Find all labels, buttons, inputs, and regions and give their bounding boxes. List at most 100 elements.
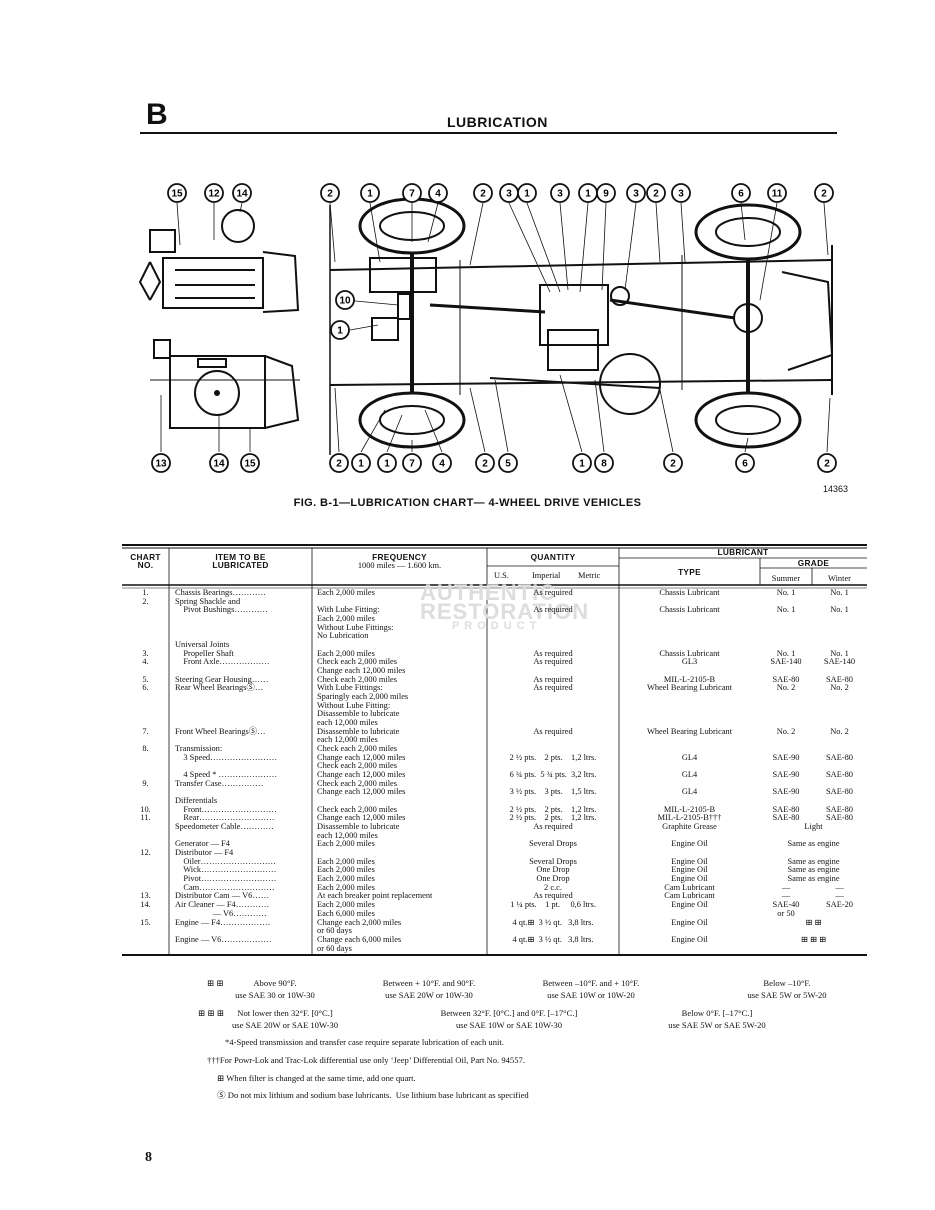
callout-eng-top-2: 14: [232, 183, 252, 203]
cell-type: Chassis Lubricant: [659, 588, 720, 597]
qty-sub-imperial: Imperial: [532, 571, 561, 580]
cell-qty: One Drop: [536, 874, 570, 883]
callout-circle: [209, 453, 229, 473]
callout-number: 6: [738, 189, 744, 200]
cell-item: Transfer Case……………: [175, 779, 264, 788]
f4-note-2-range: Between –10°F. and + 10°F.: [542, 978, 640, 988]
cell-freq: Each 2,000 miles: [317, 883, 375, 892]
callout-circle: [320, 183, 340, 203]
callout-circle: [232, 183, 252, 203]
v6-note-0-range: Not lower then 32°F. [0°C.]: [237, 1008, 333, 1018]
callout-top-14: 11: [767, 183, 787, 203]
cell-qty: 4 qt.⊞ 3 ½ qt. 3,8 ltrs.: [512, 918, 594, 927]
callout-circle: [517, 183, 537, 203]
col-header-frequency: FREQUENCY: [372, 552, 427, 562]
cell-item: Propeller Shaft: [175, 649, 234, 658]
cell-winter: SAE-80: [826, 753, 853, 762]
cell-freq: Disassemble to lubricate: [317, 727, 400, 736]
cell-summer: —: [781, 891, 791, 900]
callout-bottom-10: 6: [735, 453, 755, 473]
callout-top-11: 2: [646, 183, 666, 203]
footnote-differential: †††For Powr-Lok and Trac-Lok differentia…: [207, 1055, 525, 1065]
cell-grade-span: ⊞ ⊞ ⊞: [800, 935, 827, 944]
v6-note-0-oil: use SAE 20W or SAE 10W-30: [231, 1020, 339, 1030]
callout-number: 14: [236, 189, 248, 200]
callout-number: 2: [327, 189, 333, 200]
callout-number: 12: [208, 189, 220, 200]
cell-qty: 2 c.c.: [544, 883, 562, 892]
cell-freq: Each 2,000 miles: [317, 614, 375, 623]
callout-circle: [626, 183, 646, 203]
cell-freq: or 60 days: [317, 926, 352, 935]
callout-top-6: 1: [517, 183, 537, 203]
cell-type: Graphite Grease: [662, 822, 717, 831]
callout-number: 3: [633, 189, 639, 200]
cell-qty: 4 qt.⊞ 3 ½ qt. 3,8 ltrs.: [512, 935, 594, 944]
cell-no: 11.: [140, 813, 151, 822]
callout-bottom-7: 1: [572, 453, 592, 473]
cell-item: Rear………………………: [175, 813, 275, 822]
cell-qty: As required: [533, 649, 573, 658]
cell-qty: As required: [533, 727, 573, 736]
callout-circle: [572, 453, 592, 473]
cell-qty: 6 ¾ pts. 5 ¾ pts. 3,2 ltrs.: [509, 770, 597, 779]
cell-freq: Each 2,000 miles: [317, 865, 375, 874]
cell-qty: As required: [533, 891, 573, 900]
cell-winter: SAE-140: [823, 657, 856, 666]
callout-circle: [432, 453, 452, 473]
cell-type: GL4: [681, 753, 698, 762]
callout-bottom-1: 1: [351, 453, 371, 473]
cell-freq: Check each 2,000 miles: [317, 779, 398, 788]
v6-note-1-range: Between 32°F. [0°C.] and 0°F. [–17°C.]: [440, 1008, 578, 1018]
cell-winter: SAE-20: [826, 900, 853, 909]
cell-summer: No. 1: [776, 605, 796, 614]
callout-circle: [817, 453, 837, 473]
cell-item: Universal Joints: [175, 640, 230, 649]
cell-summer: SAE-40: [772, 900, 800, 909]
callout-top-15: 2: [814, 183, 834, 203]
cell-summer: SAE-80: [772, 805, 800, 814]
cell-type: Engine Oil: [671, 918, 708, 927]
cell-type: Chassis Lubricant: [659, 649, 720, 658]
cell-item: Wick………………………: [175, 865, 277, 874]
callout-number: 5: [505, 459, 511, 470]
cell-freq: Change each 12,000 miles: [317, 770, 406, 779]
cell-freq: Change each 12,000 miles: [317, 666, 406, 675]
cell-winter: SAE-80: [826, 675, 853, 684]
cell-type: Cam Lubricant: [664, 883, 715, 892]
cell-qty: As required: [533, 675, 573, 684]
callout-number: 1: [337, 326, 343, 337]
callout-circle: [498, 453, 518, 473]
cell-qty: As required: [533, 683, 573, 692]
cell-type: Chassis Lubricant: [659, 605, 720, 614]
cell-item: — V6…………: [175, 909, 267, 918]
callout-number: 9: [603, 189, 609, 200]
callout-circle: [735, 453, 755, 473]
callout-number: 2: [336, 459, 342, 470]
callout-circle: [360, 183, 380, 203]
cell-qty: Several Drops: [529, 839, 577, 848]
cell-freq: Each 2,000 miles: [317, 839, 375, 848]
cell-summer: No. 2: [776, 727, 796, 736]
callout-circle: [240, 453, 260, 473]
callout-circle: [814, 183, 834, 203]
cell-no: 4.: [142, 657, 149, 666]
cell-winter: No. 1: [830, 649, 849, 658]
callout-bottom-5: 2: [475, 453, 495, 473]
cell-grade-span: Same as engine: [787, 874, 840, 883]
f4-note-0-range: Above 90°F.: [253, 978, 297, 988]
f4-note-2-oil: use SAE 10W or 10W-20: [547, 990, 635, 1000]
cell-qty: As required: [533, 822, 573, 831]
cell-item: Front………………………: [175, 805, 277, 814]
cell-winter: SAE-80: [826, 813, 853, 822]
col-header-item-2: LUBRICATED: [212, 560, 269, 570]
callout-bottom-4: 4: [432, 453, 452, 473]
callout-circle: [335, 290, 355, 310]
watermark-line-3: P R O D U C T: [452, 620, 538, 632]
cell-freq: Check each 2,000 miles: [317, 657, 398, 666]
cell-type: Engine Oil: [671, 935, 708, 944]
cell-freq: With Lube Fitting:: [317, 605, 380, 614]
cell-item: 3 Speed……………………: [175, 753, 278, 762]
cell-no: 13.: [140, 891, 151, 900]
cell-freq: Each 6,000 miles: [317, 909, 375, 918]
